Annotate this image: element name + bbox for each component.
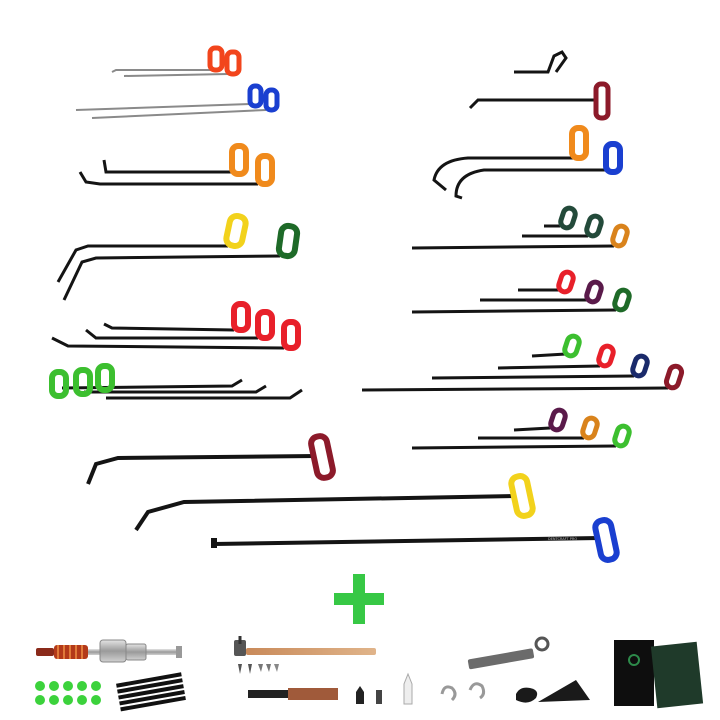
green-handle <box>562 333 582 359</box>
orange-handle <box>580 415 600 441</box>
green-handle <box>612 287 632 313</box>
green-handle <box>612 423 632 449</box>
rod-group-hooked-orange-blue <box>432 125 623 200</box>
rod-group-thin-orange <box>111 45 242 77</box>
tap-down-tips <box>238 664 279 674</box>
orange-handle <box>224 49 242 77</box>
rod-short-black-hook <box>514 50 568 74</box>
orange-handle <box>569 125 589 161</box>
orange-handle <box>207 45 225 73</box>
carry-bag <box>650 641 704 709</box>
teal-handle <box>558 205 578 231</box>
red-handle <box>255 309 275 341</box>
purple-handle <box>584 279 604 305</box>
window-guard <box>467 636 550 670</box>
navy-handle <box>630 353 650 379</box>
long-rod-yellow <box>134 473 536 532</box>
rod-maroon-t <box>468 81 611 121</box>
glue-sticks <box>116 672 186 712</box>
teal-handle <box>584 213 604 239</box>
brand-logo-icon <box>628 654 640 666</box>
maroon-handle <box>663 363 685 391</box>
blue-handle <box>603 141 623 175</box>
air-wedge <box>516 680 590 703</box>
blue-handle <box>263 87 280 113</box>
rod-group-yellow-green <box>56 212 301 301</box>
green-handle <box>49 369 69 399</box>
rod-group-orange <box>78 143 275 187</box>
carry-case <box>614 640 654 706</box>
orange-handle <box>610 223 630 249</box>
tap-down-hammer <box>234 636 376 656</box>
red-handle <box>281 319 301 351</box>
plus-icon <box>334 574 384 624</box>
red-handle <box>596 343 616 369</box>
purple-handle <box>548 407 568 433</box>
yellow-handle <box>508 473 536 519</box>
green-handle <box>95 363 115 393</box>
maroon-handle <box>593 81 611 121</box>
slide-hammer <box>36 639 182 663</box>
red-handle <box>231 301 251 333</box>
long-rod-maroon <box>86 433 336 485</box>
rod-group-red-purple-green <box>411 269 632 314</box>
yellow-handle <box>223 212 249 250</box>
green-handle <box>275 222 301 260</box>
rod-group-green-red-navy-maroon <box>361 333 685 392</box>
tap-down-accessories <box>356 672 413 705</box>
maroon-handle <box>308 433 336 481</box>
long-rod-blue: DENTCRAFT PRO <box>211 517 620 563</box>
orange-handle <box>229 143 249 177</box>
rod-group-thin-blue <box>75 83 280 119</box>
red-handle <box>556 269 576 295</box>
slide-hammer-tip <box>36 648 54 656</box>
knockdown-tool <box>248 688 338 700</box>
rod-group-green <box>49 363 303 400</box>
rod-group-teal-orange <box>411 205 630 250</box>
green-handle <box>73 367 93 397</box>
rod-group-purple-orange-green <box>411 407 632 450</box>
s-hooks <box>440 682 486 702</box>
blue-handle <box>592 517 620 563</box>
rod-engraving: DENTCRAFT PRO <box>548 537 577 541</box>
blue-handle <box>247 83 264 109</box>
glue-tabs <box>35 681 101 705</box>
rod-group-red <box>51 301 301 351</box>
orange-handle <box>255 153 275 187</box>
